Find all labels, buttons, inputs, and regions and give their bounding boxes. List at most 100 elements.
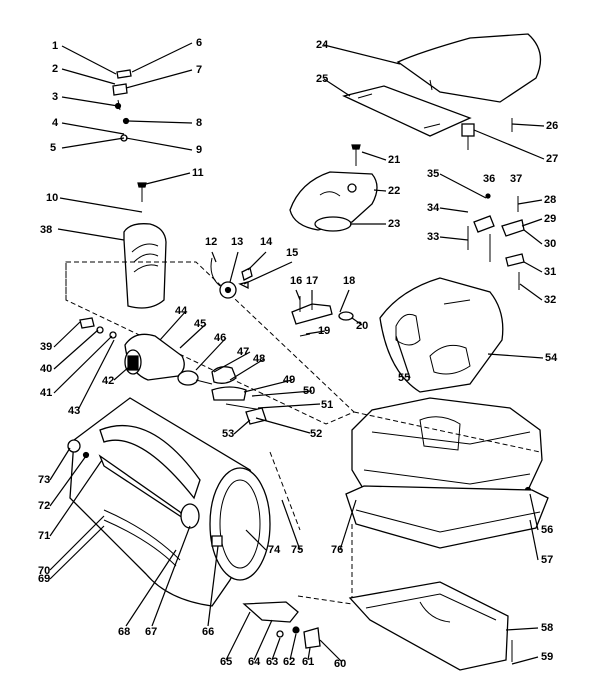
guide-76 — [297, 411, 541, 605]
leader-line — [281, 499, 301, 551]
leader-line — [225, 611, 251, 661]
callout-3: 3 — [52, 91, 58, 103]
top-cover-24 — [396, 33, 542, 103]
lid-25 — [342, 85, 472, 137]
leader-line — [271, 637, 281, 661]
leader-line — [127, 120, 193, 124]
callout-51: 51 — [321, 399, 333, 411]
callout-49: 49 — [283, 374, 295, 386]
callout-52: 52 — [310, 428, 322, 440]
housing-cover-38 — [123, 223, 167, 309]
leader-line — [243, 261, 293, 285]
callout-71: 71 — [38, 530, 50, 542]
motor-armature-42 — [124, 333, 213, 386]
callout-35: 35 — [427, 168, 439, 180]
callout-38: 38 — [40, 224, 52, 236]
callout-30: 30 — [544, 238, 556, 250]
callout-18: 18 — [343, 275, 355, 287]
part-drawings — [65, 33, 549, 671]
callout-67: 67 — [145, 626, 157, 638]
leader-line — [151, 525, 191, 627]
callout-17: 17 — [306, 275, 318, 287]
leader-line — [213, 351, 251, 373]
callout-19: 19 — [318, 325, 330, 337]
leader-line — [229, 251, 239, 283]
leader-line — [351, 317, 363, 326]
leader-line — [49, 447, 71, 481]
callout-16: 16 — [290, 275, 302, 287]
leader-line — [125, 69, 193, 89]
leader-line — [131, 42, 193, 73]
leader-line — [61, 45, 117, 75]
callout-25: 25 — [316, 73, 328, 85]
screw-21 — [351, 144, 361, 166]
leader-line — [395, 335, 411, 379]
callout-8: 8 — [196, 117, 202, 129]
leader-line — [233, 419, 251, 435]
callout-45: 45 — [194, 318, 206, 330]
leader-line — [61, 96, 119, 107]
callout-21: 21 — [388, 154, 400, 166]
callout-66: 66 — [202, 626, 214, 638]
callout-59: 59 — [541, 651, 553, 663]
callout-12: 12 — [205, 236, 217, 248]
callout-2: 2 — [52, 63, 58, 75]
callout-10: 10 — [46, 192, 58, 204]
leader-line — [243, 379, 293, 393]
callout-65: 65 — [220, 656, 232, 668]
callout-41: 41 — [40, 387, 52, 399]
leader-line — [53, 321, 81, 348]
leader-line — [521, 218, 543, 227]
callout-43: 43 — [68, 405, 80, 417]
leader-line — [473, 129, 545, 160]
leader-line — [179, 323, 207, 349]
leader-line — [305, 330, 326, 335]
leader-line — [61, 68, 116, 85]
callout-42: 42 — [102, 375, 114, 387]
base-plate-57 — [345, 485, 549, 549]
leader-line — [511, 123, 545, 127]
callout-9: 9 — [196, 144, 202, 156]
leader-line — [255, 417, 311, 434]
leader-line — [295, 289, 301, 301]
callout-34: 34 — [427, 202, 440, 214]
callout-55: 55 — [398, 372, 410, 384]
leader-line — [145, 172, 191, 185]
callout-48: 48 — [253, 353, 265, 365]
callout-26: 26 — [546, 120, 558, 132]
callout-75: 75 — [291, 544, 303, 556]
chassis-54-55 — [379, 277, 504, 393]
callout-labels: 1 2 3 4 5 6 7 8 9 10 11 12 13 14 15 16 1… — [38, 37, 558, 670]
fan-housing-22 — [289, 171, 378, 232]
leader-line — [519, 283, 543, 301]
leader-line — [319, 639, 343, 663]
callout-6: 6 — [196, 37, 202, 49]
callout-11: 11 — [192, 167, 204, 179]
leader-line — [49, 515, 105, 571]
callout-56: 56 — [541, 524, 553, 536]
motor-small-parts — [79, 317, 117, 339]
callout-24: 24 — [316, 39, 329, 51]
callout-76: 76 — [331, 544, 343, 556]
leader-line — [195, 337, 227, 371]
leader-line — [511, 656, 539, 665]
callout-36: 36 — [483, 173, 495, 185]
callout-46: 46 — [214, 332, 226, 344]
callout-13: 13 — [231, 236, 243, 248]
leader-line — [439, 207, 469, 213]
leader-line — [207, 545, 219, 627]
callout-64: 64 — [248, 656, 261, 668]
leader-line — [505, 627, 539, 631]
callout-61: 61 — [302, 656, 314, 668]
callout-68: 68 — [118, 626, 130, 638]
leader-line — [529, 519, 539, 561]
callout-39: 39 — [40, 341, 52, 353]
callout-62: 62 — [283, 656, 295, 668]
callout-37: 37 — [510, 173, 522, 185]
leader-line — [125, 137, 193, 151]
callout-32: 32 — [544, 294, 556, 306]
leader-line — [57, 228, 125, 241]
leader-lines — [49, 42, 545, 665]
leader-line — [61, 122, 125, 135]
leader-line — [113, 365, 131, 381]
